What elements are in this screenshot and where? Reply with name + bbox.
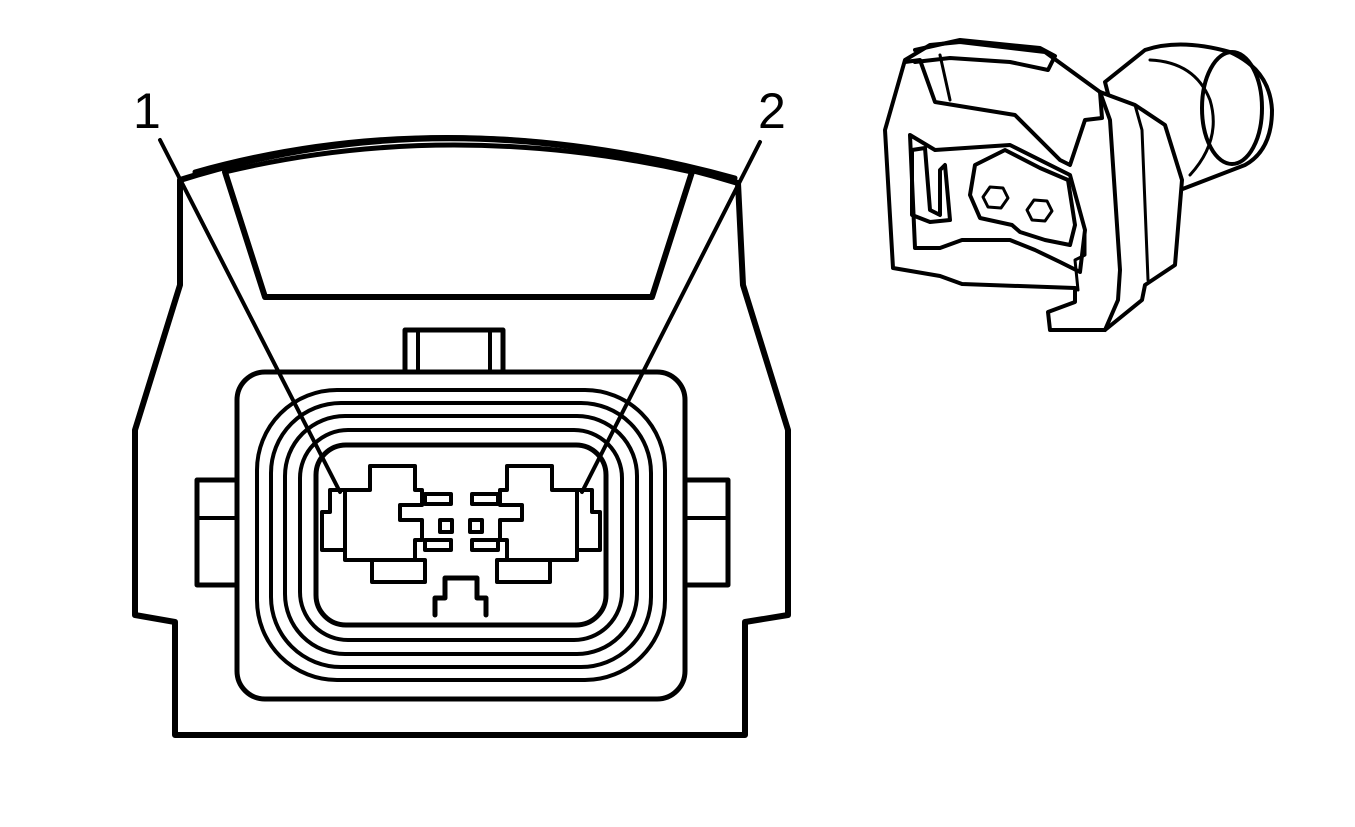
left-side-ear [194,477,240,588]
terminal-1-body [320,464,427,584]
terminal-cavity-2-hex [1025,198,1054,223]
terminal-cavity [313,442,609,628]
isometric-front-opening [908,133,1087,274]
cable-boot-rim [1148,58,1215,177]
connector-isometric-view [883,38,1274,332]
seal-ring-2 [269,401,653,669]
face-plate [234,369,688,702]
center-slot-mid-right [468,518,484,534]
center-slot-upper-right [470,492,500,506]
callout-2-label: 2 [758,83,786,139]
bottom-key [432,575,489,618]
isometric-right-edge [1098,90,1122,332]
connector-front-view: 1 2 [132,83,791,738]
isometric-right-edge-2 [1133,103,1150,282]
isometric-mating-face [968,148,1077,247]
center-slot-upper-left [423,492,453,506]
isometric-left-clip [910,146,952,224]
top-curved-band [192,135,738,181]
center-slot-mid-left [438,518,454,534]
center-slot-lower-left [423,538,453,552]
cable-boot-end [1200,50,1264,166]
callout-1-label: 1 [133,83,161,139]
isometric-latch-arm-front [938,53,952,102]
terminal-cavity-1-hex [981,185,1010,210]
top-curved-band-inner [222,142,695,175]
terminal-2 [495,464,602,584]
callout-1-leader [158,138,342,494]
center-slot-lower-right [470,538,500,552]
terminal-1 [320,464,427,584]
seal-ring-4 [298,428,624,642]
seal-ring-3 [283,414,639,656]
right-side-ear [683,477,731,588]
isometric-top-face [903,58,1104,167]
terminal-2-body [495,464,602,584]
isometric-bottom-step [1073,228,1087,292]
isometric-latch-arm [913,38,1057,72]
latch-window [222,169,695,300]
seal-ring-1 [255,388,667,682]
callout-2-leader [580,140,762,494]
